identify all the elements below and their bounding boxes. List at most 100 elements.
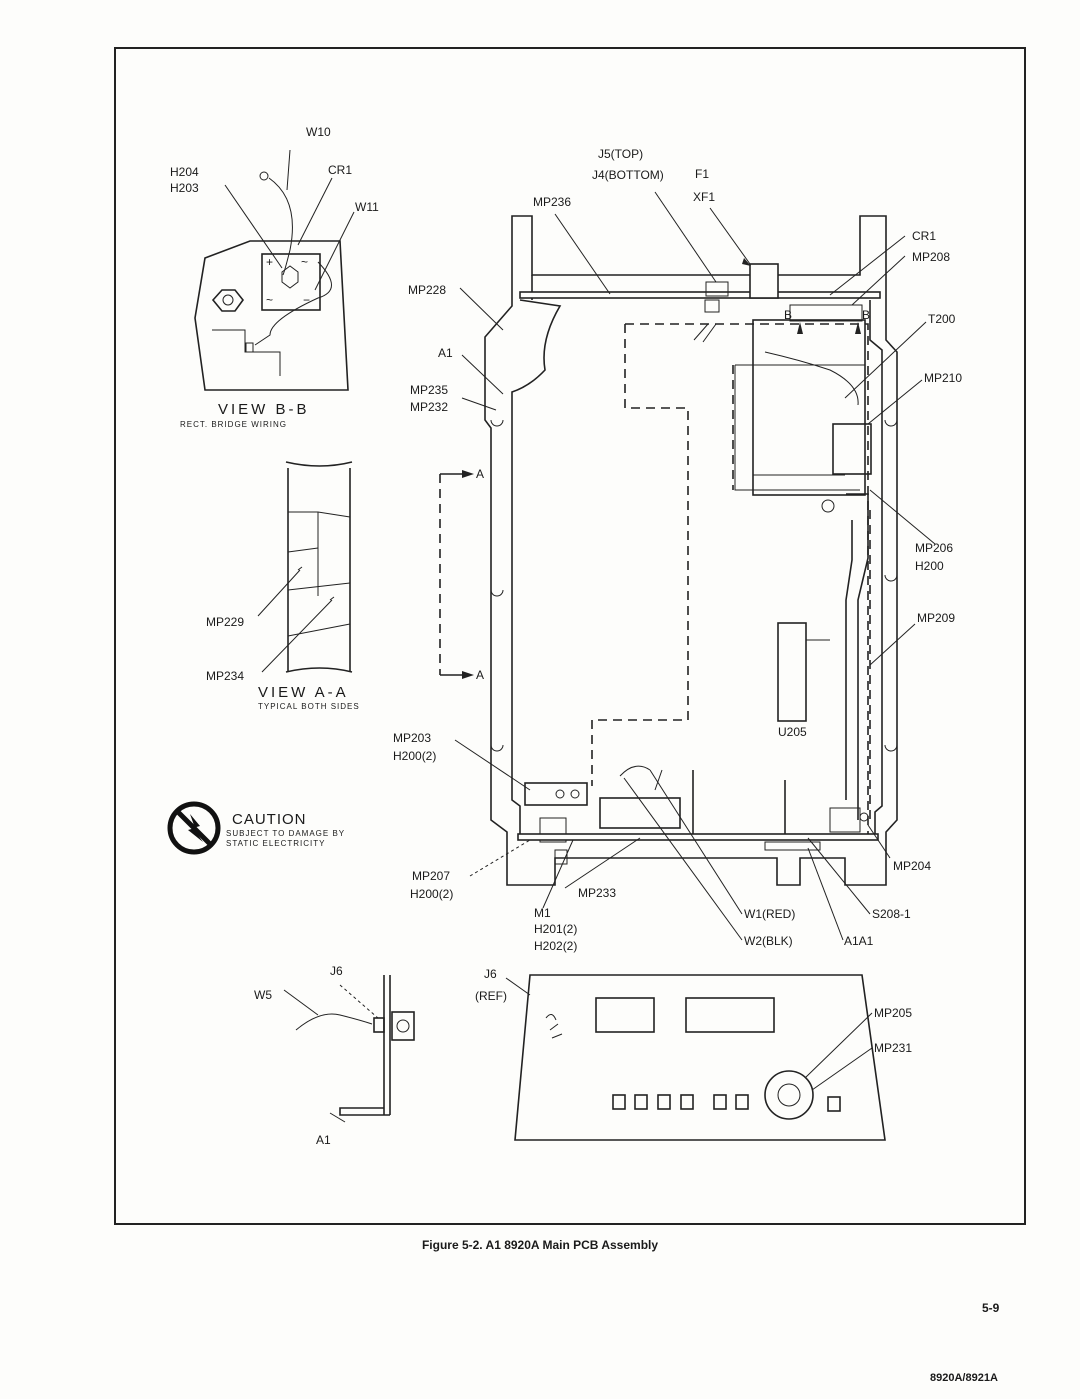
model-number: 8920A/8921A [930, 1372, 998, 1384]
hex-nut-icon [211, 289, 245, 312]
label-mp203: MP203 [393, 731, 431, 745]
label-h200: H200 [915, 559, 944, 573]
panel-buttons [612, 1094, 841, 1112]
no-static-icon [167, 801, 221, 855]
label-m1: M1 [534, 906, 551, 920]
label-h200-2a: H200(2) [393, 749, 436, 763]
label-a1-bottom: A1 [316, 1133, 331, 1147]
label-xf1: XF1 [693, 190, 715, 204]
chassis-outline [484, 215, 898, 886]
panel-button-2 [634, 1094, 648, 1110]
label-h203: H203 [170, 181, 199, 195]
page-number: 5-9 [982, 1301, 1000, 1315]
panel-button-1 [612, 1094, 626, 1110]
label-cr1-main: CR1 [912, 229, 936, 243]
w11-wire [254, 261, 332, 346]
label-j5: J5(TOP) [598, 147, 643, 161]
caution-line2: STATIC ELECTRICITY [226, 839, 326, 848]
display-right [685, 997, 775, 1033]
section-b-right: B [862, 308, 870, 322]
label-w10: W10 [306, 125, 331, 139]
label-mp206: MP206 [915, 541, 953, 555]
label-f1: F1 [695, 167, 709, 181]
label-mp235: MP235 [410, 383, 448, 397]
label-h201: H201(2) [534, 922, 577, 936]
cable-mp209 [846, 493, 869, 820]
label-mp210: MP210 [924, 371, 962, 385]
panel-button-4 [680, 1094, 694, 1110]
fuse-holder-xf1 [749, 263, 779, 299]
switch-s208 [829, 807, 861, 833]
label-mp229: MP229 [206, 615, 244, 629]
section-a-top: A [476, 467, 484, 481]
range-knob [764, 1070, 814, 1120]
label-w5: W5 [254, 988, 272, 1002]
section-a-bottom: A [476, 668, 484, 682]
view-bb-subtitle: RECT. BRIDGE WIRING [180, 420, 287, 429]
meter-m1 [599, 797, 681, 829]
chassis-inner-wall [511, 299, 883, 839]
view-bb-bracket [212, 329, 281, 376]
caution-title: CAUTION [232, 811, 307, 828]
bridge-nut-icon [281, 265, 299, 289]
top-rail-mp236 [519, 291, 881, 299]
label-ref: (REF) [475, 989, 507, 1003]
main-pcb-assembly: B B [393, 147, 962, 953]
label-mp228: MP228 [408, 283, 446, 297]
view-aa-detail: MP229 MP234 VIEW A-A TYPICAL BOTH SIDES [206, 461, 360, 711]
label-h204: H204 [170, 165, 199, 179]
label-s208: S208-1 [872, 907, 911, 921]
view-bb-detail: + ~ ~ − W10 H204 H203 CR1 W11 VIEW B-B R… [170, 125, 379, 429]
view-aa-title: VIEW A-A [258, 684, 349, 701]
label-cr1: CR1 [328, 163, 352, 177]
label-mp236: MP236 [533, 195, 571, 209]
panel-button-7 [827, 1096, 841, 1112]
front-panel-detail: J6 (REF) MP205 MP231 [475, 967, 912, 1141]
bottom-board-a1a1 [517, 833, 879, 841]
label-h200-2b: H200(2) [410, 887, 453, 901]
front-panel-outline [514, 974, 886, 1141]
label-a1-main: A1 [438, 346, 453, 360]
j5-connector [704, 299, 720, 313]
svg-text:+: + [266, 255, 273, 269]
figure-frame [114, 47, 1026, 1225]
label-h202: H202(2) [534, 939, 577, 953]
pcb-outline-dashed [591, 324, 689, 786]
label-mp209: MP209 [917, 611, 955, 625]
panel-button-5 [713, 1094, 727, 1110]
label-mp231: MP231 [874, 1041, 912, 1055]
label-j4: J4(BOTTOM) [592, 168, 664, 182]
view-aa-subtitle: TYPICAL BOTH SIDES [258, 702, 360, 711]
panel-button-3 [657, 1094, 671, 1110]
figure-caption: Figure 5-2. A1 8920A Main PCB Assembly [421, 1238, 659, 1252]
label-j6: J6 [330, 964, 343, 978]
label-w1: W1(RED) [744, 907, 795, 921]
display-left [595, 997, 655, 1033]
label-w11: W11 [355, 200, 379, 214]
label-u205: U205 [778, 725, 807, 739]
svg-text:−: − [303, 293, 310, 307]
label-mp207: MP207 [412, 869, 450, 883]
label-mp234: MP234 [206, 669, 244, 683]
label-a1a1: A1A1 [844, 934, 874, 948]
label-mp232: MP232 [410, 400, 448, 414]
svg-text:~: ~ [266, 293, 273, 307]
label-t200: T200 [928, 312, 956, 326]
section-b-left: B [784, 308, 792, 322]
rectifier-bridge [261, 253, 321, 311]
panel-button-6 [735, 1094, 749, 1110]
w5-wire [295, 1013, 373, 1031]
label-w2: W2(BLK) [744, 934, 793, 948]
caution-line1: SUBJECT TO DAMAGE BY [226, 829, 345, 838]
j6-connector-detail: J6 W5 A1 [254, 964, 415, 1147]
label-mp233: MP233 [578, 886, 616, 900]
label-mp208: MP208 [912, 250, 950, 264]
w10-wire [268, 177, 293, 276]
heatsink-mp210 [832, 423, 872, 475]
transformer-t200 [752, 319, 866, 496]
view-bb-title: VIEW B-B [218, 401, 310, 418]
ic-u205 [777, 622, 807, 722]
j6-jack [391, 1011, 415, 1041]
label-mp205: MP205 [874, 1006, 912, 1020]
